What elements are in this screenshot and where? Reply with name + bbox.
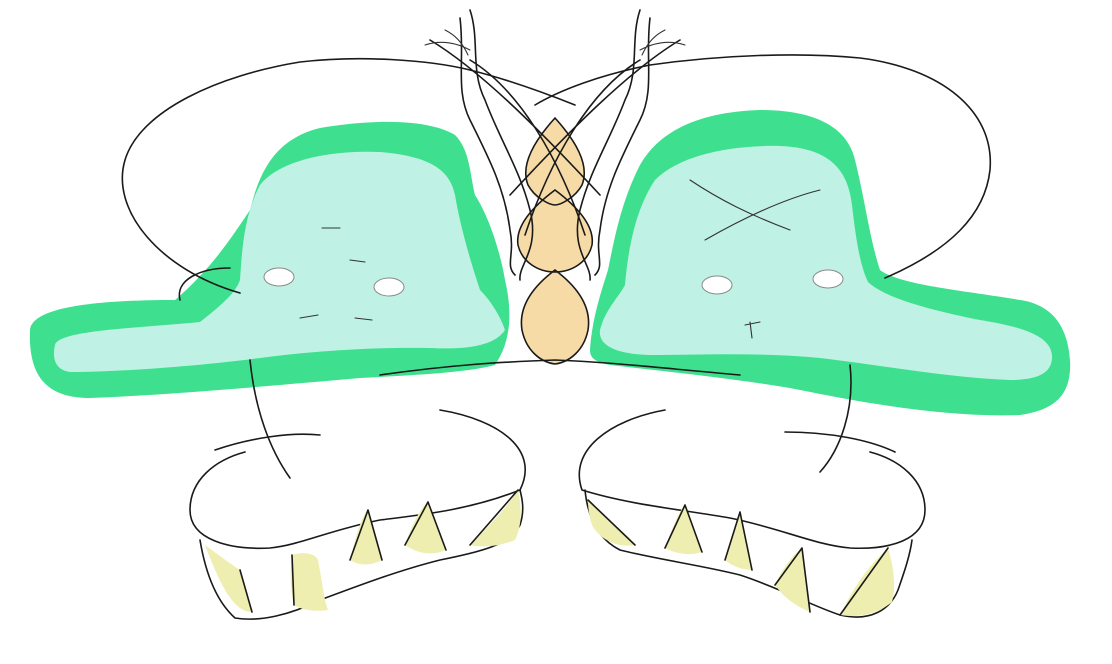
left-opening-lateral <box>264 268 294 286</box>
right-opening-medial <box>702 276 732 294</box>
left-opening-medial <box>374 278 404 296</box>
right-opening-lateral <box>813 270 843 288</box>
